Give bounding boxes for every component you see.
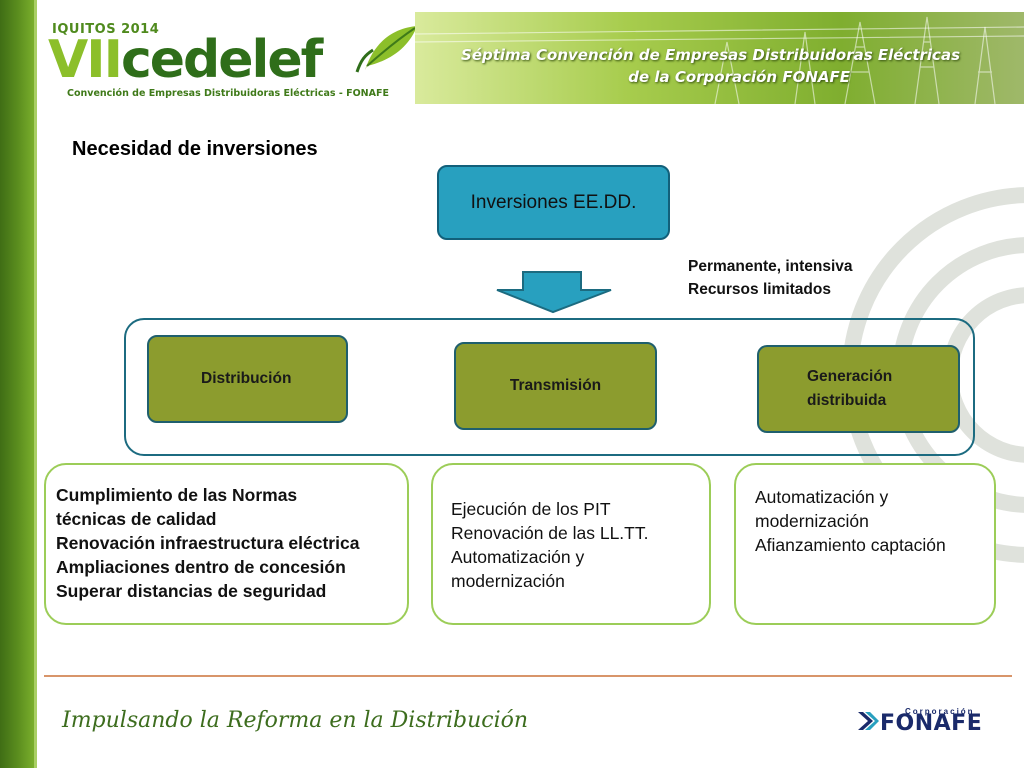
power-towers-illustration [415, 16, 1024, 104]
side-note-line: Recursos limitados [688, 281, 831, 298]
detail-item: Automatización y [451, 547, 585, 567]
leaf-icon [355, 26, 417, 73]
category-label: Generación [807, 368, 893, 385]
header-banner: Séptima Convención de Empresas Distribui… [415, 12, 1024, 104]
category-label: distribuida [807, 392, 887, 409]
page-title: Necesidad de inversiones [72, 138, 318, 160]
detail-item: Renovación infraestructura eléctrica [56, 533, 360, 553]
category-generacion: Generación distribuida [757, 345, 960, 433]
category-distribucion: Distribución [147, 335, 348, 423]
detail-item: modernización [755, 511, 869, 531]
side-note-line: Permanente, intensiva [688, 258, 853, 275]
detail-box-distribucion: Cumplimiento de las Normas técnicas de c… [44, 463, 409, 625]
logo-year: IQUITOS 2014 [52, 22, 160, 37]
category-container [124, 318, 975, 456]
event-logo: VIIcedelef [48, 30, 323, 90]
detail-item: Renovación de las LL.TT. [451, 523, 649, 543]
detail-item: Automatización y [755, 487, 889, 507]
fonafe-chevron-icon [858, 712, 879, 730]
detail-box-transmision: Ejecución de los PIT Renovación de las L… [431, 463, 711, 625]
left-decorative-stripe [0, 0, 34, 768]
investments-box-label: Inversiones EE.DD. [470, 191, 637, 213]
investments-box: Inversiones EE.DD. [437, 165, 670, 240]
detail-item: Ampliaciones dentro de concesión [56, 557, 346, 577]
category-transmision: Transmisión [454, 342, 657, 430]
footer-divider [44, 675, 1012, 677]
logo-vii: VII [48, 30, 123, 90]
detail-item: Afianzamiento captación [755, 535, 946, 555]
footer-logo-subtitle: Corporación [905, 707, 975, 716]
down-arrow-icon [496, 271, 612, 314]
footer-slogan: Impulsando la Reforma en la Distribución [62, 708, 529, 733]
detail-item: Ejecución de los PIT [451, 499, 611, 519]
category-label: Transmisión [509, 377, 602, 394]
side-note: Permanente, intensiva Recursos limitados [688, 255, 853, 301]
left-stripe-edge [34, 0, 37, 768]
detail-box-generacion: Automatización y modernización Afianzami… [734, 463, 996, 625]
detail-item: técnicas de calidad [56, 509, 217, 529]
logo-caption: Convención de Empresas Distribuidoras El… [67, 88, 389, 99]
detail-item: Cumplimiento de las Normas [56, 485, 298, 505]
logo-cedelef: cedelef [120, 30, 323, 90]
detail-item: Superar distancias de seguridad [56, 581, 327, 601]
footer-logo-text: FONAFE [880, 711, 983, 736]
banner-title-line-2: de la Corporación FONAFE [628, 68, 850, 86]
detail-item: modernización [451, 571, 565, 591]
banner-title-line-1: Séptima Convención de Empresas Distribui… [461, 46, 960, 64]
category-label: Distribución [201, 370, 292, 387]
